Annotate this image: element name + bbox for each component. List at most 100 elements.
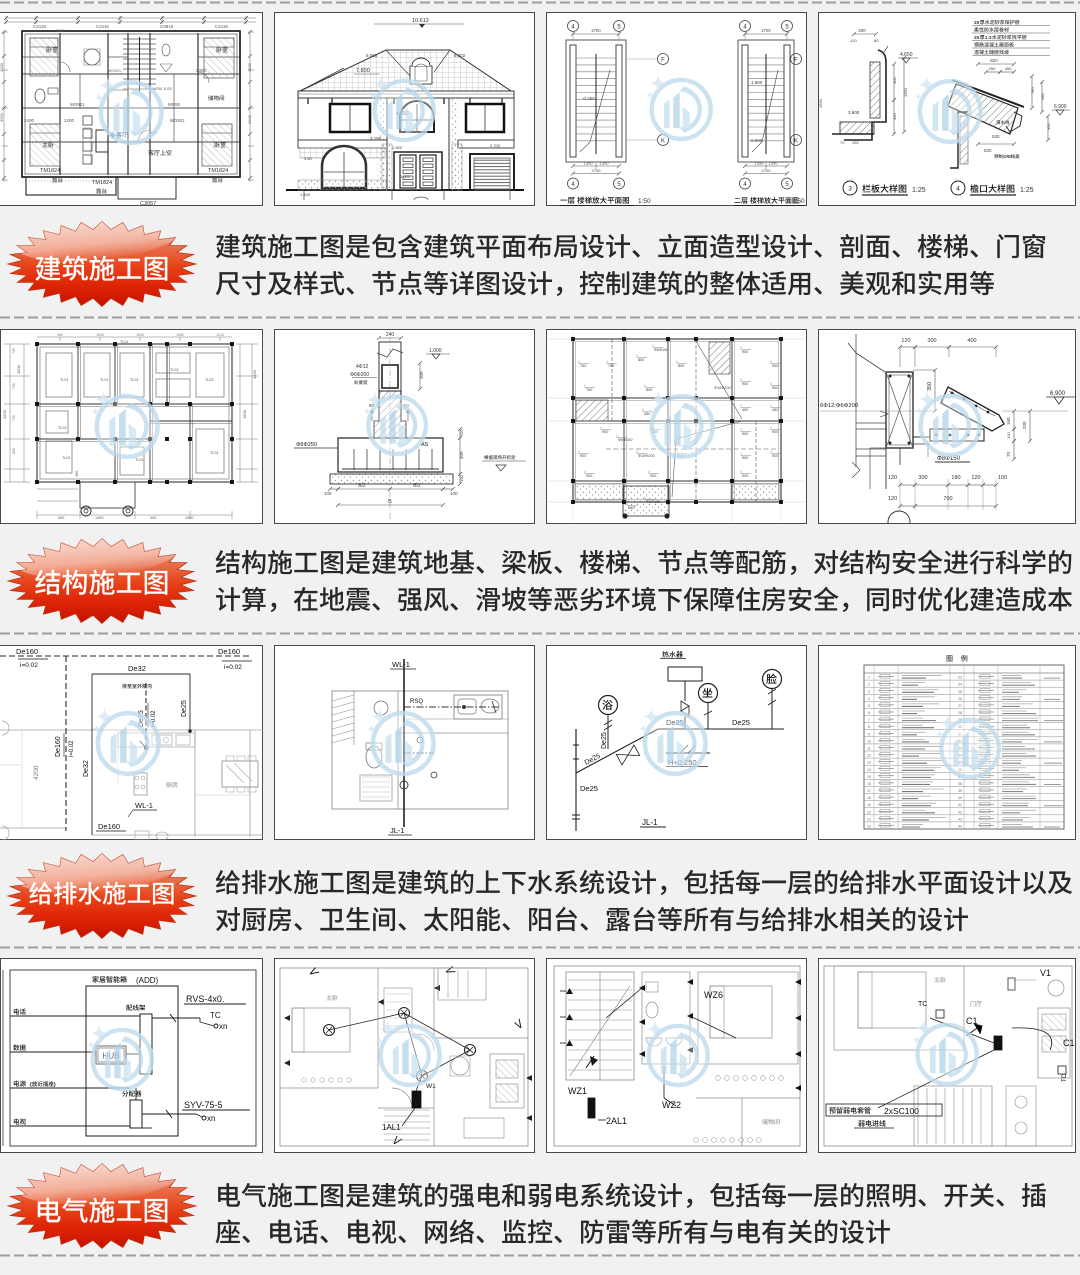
svg-text:330: 330 [1022, 421, 1027, 429]
svg-text:RVS-4x0.: RVS-4x0. [186, 994, 224, 1004]
svg-text:WZ2: WZ2 [662, 1100, 681, 1110]
svg-text:TM1824: TM1824 [40, 168, 60, 174]
svg-text:900: 900 [650, 474, 656, 478]
svg-text:1400: 1400 [185, 516, 193, 520]
svg-text:1:50: 1:50 [792, 198, 805, 205]
svg-text:1120: 1120 [216, 333, 224, 337]
svg-text:i=0.02: i=0.02 [224, 664, 242, 671]
svg-text:400: 400 [58, 516, 64, 520]
svg-text:900: 900 [586, 474, 592, 478]
svg-text:TL01: TL01 [135, 458, 144, 462]
svg-text:900: 900 [742, 432, 748, 436]
svg-text:2.300: 2.300 [392, 145, 403, 150]
svg-text:TC: TC [210, 1011, 221, 1020]
svg-text:100: 100 [324, 491, 332, 496]
svg-text:De160: De160 [98, 822, 120, 831]
svg-text:2: 2 [868, 683, 870, 687]
svg-text:1350: 1350 [584, 161, 594, 166]
svg-text:4200: 4200 [0, 62, 4, 72]
svg-text:SYV-75-5: SYV-75-5 [184, 1100, 223, 1110]
svg-text:1400: 1400 [95, 516, 103, 520]
svg-text:C2115: C2115 [215, 24, 228, 29]
svg-text:(ADD): (ADD) [136, 976, 159, 985]
svg-text:1:25: 1:25 [912, 187, 926, 194]
svg-text:De160: De160 [16, 647, 38, 656]
svg-text:900: 900 [772, 454, 778, 458]
svg-text:6Φ12;Φ6Φ200: 6Φ12;Φ6Φ200 [820, 403, 858, 409]
svg-text:4200: 4200 [252, 369, 257, 379]
svg-text:200: 200 [858, 28, 866, 33]
svg-text:400: 400 [967, 338, 976, 344]
svg-text:750: 750 [580, 364, 586, 368]
svg-text:TL01: TL01 [100, 378, 109, 382]
svg-text:TM1824: TM1824 [208, 168, 228, 174]
svg-text:750: 750 [608, 364, 614, 368]
svg-text:100: 100 [1006, 432, 1011, 439]
svg-text:8.902: 8.902 [454, 53, 466, 58]
svg-text:C2115: C2115 [96, 24, 109, 29]
svg-text:820: 820 [990, 58, 998, 63]
svg-text:20: 20 [867, 810, 871, 814]
svg-text:26: 26 [958, 697, 962, 701]
svg-text:1550: 1550 [818, 98, 823, 108]
svg-text:18: 18 [867, 796, 871, 800]
svg-text:De32: De32 [128, 664, 146, 673]
svg-text:2300: 2300 [196, 68, 207, 73]
svg-text:350: 350 [927, 382, 933, 391]
svg-text:1:50: 1:50 [638, 198, 651, 205]
svg-text:725: 725 [12, 348, 16, 354]
svg-text:16: 16 [867, 782, 871, 786]
svg-text:1500: 1500 [242, 409, 247, 419]
svg-text:4: 4 [743, 182, 747, 188]
svg-text:760: 760 [12, 383, 16, 389]
svg-text:120: 120 [850, 38, 857, 43]
svg-text:1000: 1000 [96, 333, 104, 337]
svg-text:28: 28 [958, 711, 962, 715]
svg-text:530: 530 [992, 134, 1000, 139]
svg-text:WL-1: WL-1 [392, 660, 410, 669]
svg-text:300: 300 [927, 338, 936, 344]
svg-text:4200: 4200 [33, 765, 40, 780]
svg-text:900: 900 [742, 456, 748, 460]
svg-text:1.780 1020: 1.780 1020 [152, 86, 173, 91]
svg-text:3.150: 3.150 [370, 136, 382, 141]
svg-text:400: 400 [1046, 123, 1051, 130]
svg-text:7: 7 [868, 718, 870, 722]
svg-text:W1: W1 [426, 1083, 436, 1090]
svg-text:825: 825 [12, 448, 16, 454]
svg-text:AS: AS [421, 442, 429, 448]
svg-text:4200: 4200 [247, 62, 252, 72]
svg-text:MO921: MO921 [108, 68, 122, 73]
svg-text:3.60: 3.60 [304, 156, 313, 161]
svg-text:22: 22 [867, 825, 871, 829]
svg-text:Φ10Φ200: Φ10Φ200 [714, 386, 731, 390]
svg-text:800: 800 [646, 388, 652, 392]
svg-text:900: 900 [742, 350, 748, 354]
svg-text:i=0.02: i=0.02 [151, 710, 157, 727]
svg-text:(: ( [30, 1082, 32, 1088]
svg-text:4: 4 [956, 186, 960, 193]
svg-text:0.000: 0.000 [751, 138, 763, 143]
svg-text:C1: C1 [966, 1016, 978, 1026]
svg-text:70: 70 [1006, 451, 1011, 457]
svg-text:C1: C1 [1063, 1038, 1075, 1048]
svg-text:i=0.02: i=0.02 [20, 662, 38, 669]
svg-text:40: 40 [958, 796, 962, 800]
svg-text:): ) [54, 1082, 56, 1088]
svg-text:400: 400 [459, 451, 464, 459]
svg-text:17: 17 [867, 789, 871, 793]
svg-text:400: 400 [150, 516, 156, 520]
svg-text:De32: De32 [83, 760, 90, 777]
svg-text:Φ6Φ150: Φ6Φ150 [654, 348, 669, 352]
svg-text:MO921: MO921 [170, 118, 185, 123]
svg-text:450: 450 [892, 113, 897, 120]
svg-text:K: K [794, 139, 798, 145]
svg-text:5: 5 [785, 182, 789, 188]
svg-text:1350: 1350 [600, 161, 610, 166]
svg-text:10: 10 [867, 739, 871, 743]
svg-text:1.500: 1.500 [400, 174, 411, 179]
svg-text:De160: De160 [55, 736, 62, 757]
svg-text:1350: 1350 [755, 161, 765, 166]
svg-text:RSQ: RSQ [410, 699, 423, 705]
svg-text:680: 680 [628, 506, 634, 510]
